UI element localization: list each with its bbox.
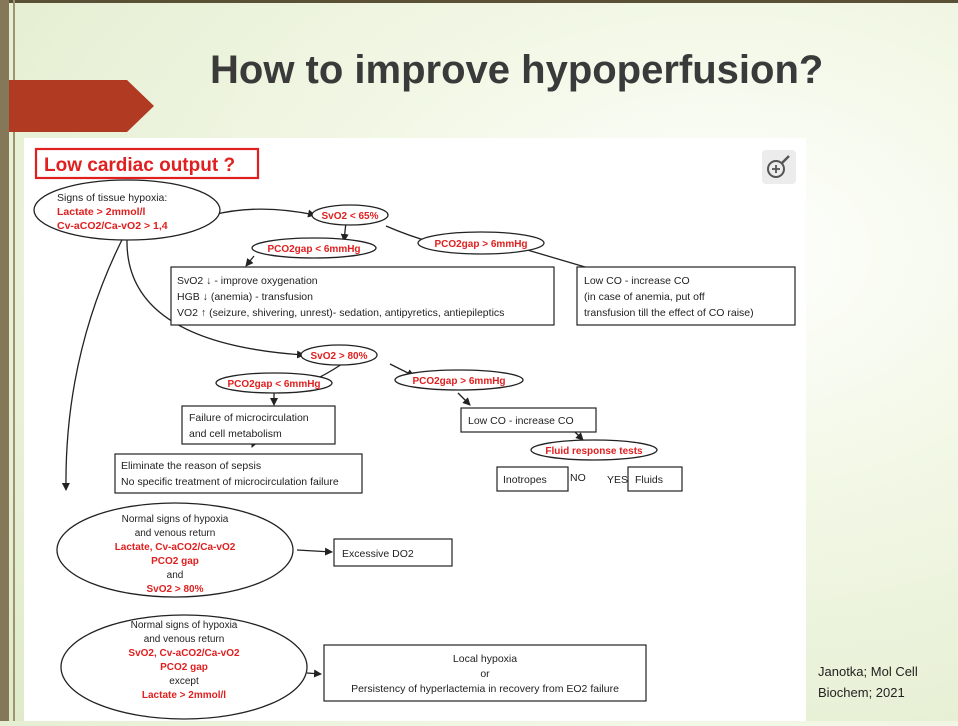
pco2-high-b-label: PCO2gap > 6mmHg (412, 376, 505, 387)
normal2-line6: Lactate > 2mmol/l (142, 690, 226, 701)
normal-signs-2-ellipse (60, 614, 308, 720)
flowchart: Low cardiac output ? Signs of tissue hyp… (33, 147, 796, 720)
svo2-low-ellipse (311, 204, 389, 226)
pco2-high-a-ellipse (417, 231, 545, 255)
normal2-line3: SvO2, Cv-aCO2/Ca-vO2 (128, 648, 240, 659)
fluid-tests-ellipse (530, 439, 658, 461)
connector (245, 255, 255, 267)
diagram-panel: Low cardiac output ? Signs of tissue hyp… (24, 138, 806, 721)
increase-co-line1: Low CO - increase CO (584, 275, 690, 287)
svo2-high-ellipse (300, 344, 378, 366)
signs-line1: Signs of tissue hypoxia: (57, 192, 167, 204)
pco2-low-b-ellipse (215, 372, 333, 394)
label-yes: YES (607, 474, 628, 486)
normal1-line2: and venous return (135, 528, 216, 539)
fluids-label: Fluids (635, 474, 663, 486)
zoom-in-icon[interactable] (762, 150, 796, 184)
signs-ellipse (33, 179, 221, 241)
pco2-high-a-label: PCO2gap > 6mmHg (434, 239, 527, 250)
increase-co-line2: (in case of anemia, put off (584, 291, 705, 303)
slide-left-line (13, 0, 15, 721)
diagram-header-box (34, 147, 260, 180)
oxygenation-box (170, 266, 555, 326)
svo2-low-label: SvO2 < 65% (322, 211, 379, 222)
local-hypoxia-line1: Local hypoxia (453, 653, 517, 665)
signs-line3: Cv-aCO2/Ca-vO2 > 1,4 (57, 220, 168, 232)
title-arrow-icon (9, 80, 154, 132)
eliminate-line1: Eliminate the reason of sepsis (121, 460, 261, 472)
normal1-line3: Lactate, Cv-aCO2/Ca-vO2 (115, 542, 236, 553)
connector (306, 669, 322, 678)
diagram-header: Low cardiac output ? (44, 155, 235, 176)
local-hypoxia-line2: or (480, 668, 490, 680)
label-no: NO (570, 472, 586, 484)
normal2-line2: and venous return (144, 634, 225, 645)
oxygenation-line2: HGB ↓ (anemia) - transfusion (177, 291, 313, 303)
slide-title: How to improve hypoperfusion? (210, 48, 824, 92)
svo2-high-label: SvO2 > 80% (311, 351, 368, 362)
pco2-low-a-ellipse (251, 237, 377, 259)
inotropes-box (496, 466, 569, 492)
connector (126, 237, 305, 359)
citation-line1: Janotka; Mol Cell (818, 664, 918, 679)
inotropes-label: Inotropes (503, 474, 547, 486)
normal1-line1: Normal signs of hypoxia (122, 514, 229, 525)
normal1-line5: and (167, 570, 184, 581)
slide-top-border (0, 0, 958, 3)
micro-failure-line1: Failure of microcirculation (189, 412, 309, 424)
low-co-box (460, 407, 597, 433)
slide-left-bar (0, 0, 9, 721)
normal2-line1: Normal signs of hypoxia (131, 620, 238, 631)
signs-line2: Lactate > 2mmol/l (57, 206, 145, 218)
pco2-high-b-ellipse (394, 369, 524, 391)
connector (296, 547, 333, 556)
normal2-line5: except (169, 676, 199, 687)
pco2-low-a-label: PCO2gap < 6mmHg (267, 244, 360, 255)
excessive-do2-label: Excessive DO2 (342, 548, 414, 560)
fluid-tests-label: Fluid response tests (545, 446, 643, 457)
connector (61, 207, 140, 491)
oxygenation-line1: SvO2 ↓ - improve oxygenation (177, 275, 318, 287)
micro-failure-box (181, 405, 336, 445)
excessive-do2-box (333, 538, 453, 567)
normal-signs-1-ellipse (56, 502, 294, 598)
local-hypoxia-box (323, 644, 647, 702)
low-co-label: Low CO - increase CO (468, 415, 574, 427)
eliminate-line2: No specific treatment of microcirculatio… (121, 476, 339, 488)
normal1-line6: SvO2 > 80% (147, 584, 204, 595)
normal1-line4: PCO2 gap (151, 556, 199, 567)
pco2-low-b-label: PCO2gap < 6mmHg (227, 379, 320, 390)
local-hypoxia-line3: Persistency of hyperlactemia in recovery… (351, 683, 619, 695)
increase-co-line3: transfusion till the effect of CO raise) (584, 307, 754, 319)
oxygenation-line3: VO2 ↑ (seizure, shivering, unrest)- seda… (177, 307, 504, 319)
connector (457, 392, 471, 406)
fluids-box (627, 466, 683, 492)
eliminate-box (114, 453, 363, 494)
citation: Janotka; Mol Cell Biochem; 2021 (818, 661, 918, 703)
citation-line2: Biochem; 2021 (818, 685, 905, 700)
normal2-line4: PCO2 gap (160, 662, 208, 673)
increase-co-box (576, 266, 796, 326)
micro-failure-line2: and cell metabolism (189, 428, 282, 440)
